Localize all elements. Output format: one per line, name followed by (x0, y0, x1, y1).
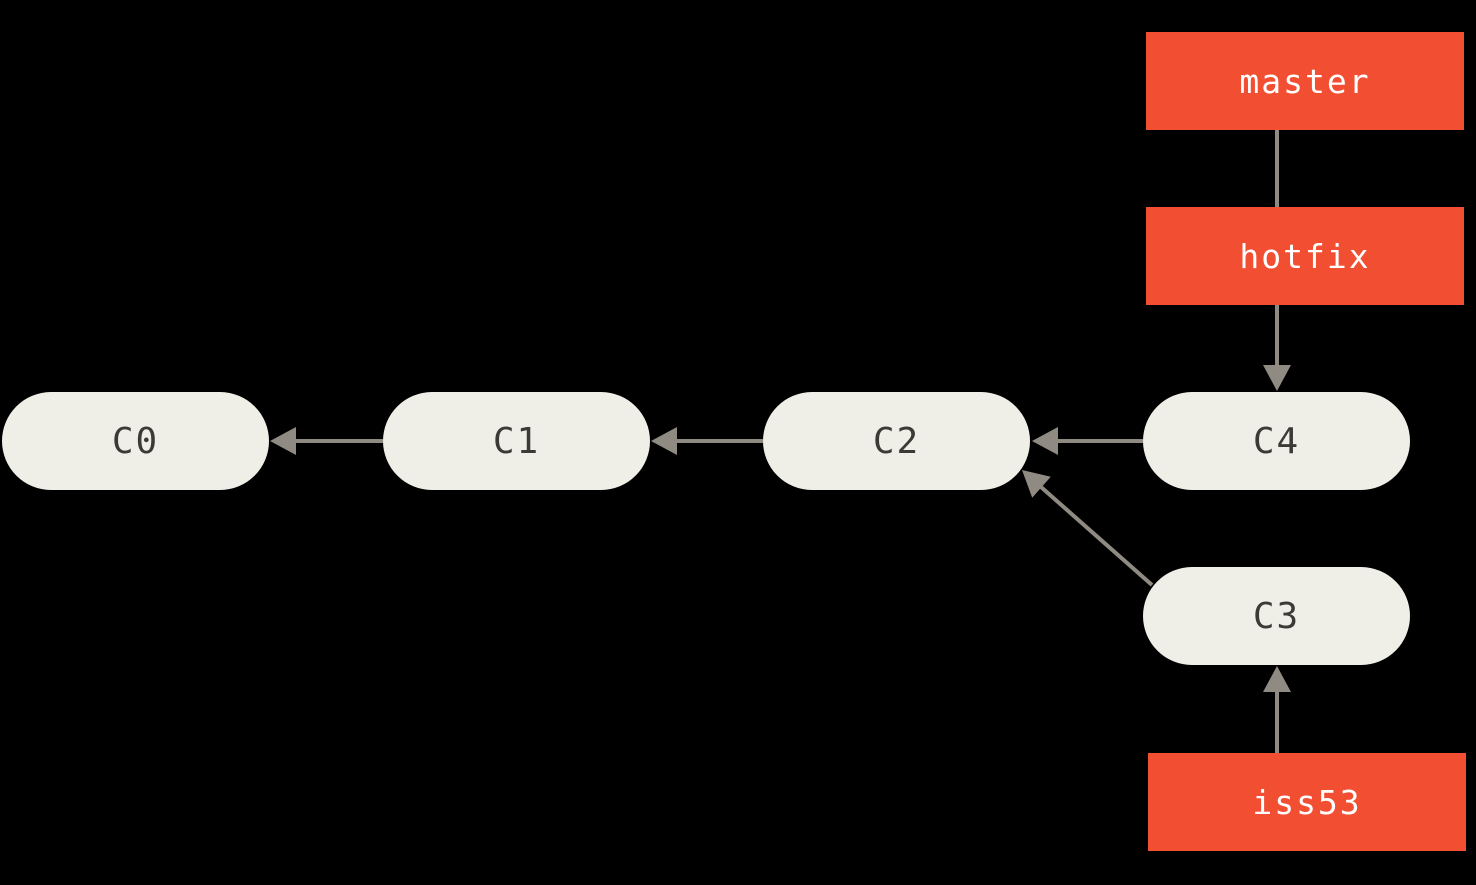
arrow-hotfix-to-c4 (1263, 305, 1291, 391)
branch-label-master: master (1146, 32, 1464, 130)
branch-label-master-text: master (1239, 61, 1371, 101)
commit-node-c2: C2 (763, 392, 1030, 490)
commit-label-c2: C2 (872, 420, 921, 462)
commit-node-c3: C3 (1143, 567, 1410, 665)
arrow-c1-to-c0 (270, 427, 383, 455)
arrow-c4-to-c2 (1032, 427, 1143, 455)
commit-node-c0: C0 (2, 392, 269, 490)
commit-label-c0: C0 (111, 420, 160, 462)
commit-label-c4: C4 (1252, 420, 1301, 462)
commit-node-c4: C4 (1143, 392, 1410, 490)
commit-label-c3: C3 (1252, 595, 1301, 637)
commit-node-c1: C1 (383, 392, 650, 490)
branch-label-hotfix: hotfix (1146, 207, 1464, 305)
branch-label-iss53-text: iss53 (1252, 782, 1362, 822)
arrow-c2-to-c1 (651, 427, 763, 455)
arrow-c3-to-c2 (1022, 470, 1154, 587)
arrow-iss53-to-c3 (1263, 666, 1291, 753)
branch-label-iss53: iss53 (1148, 753, 1466, 851)
commit-label-c1: C1 (492, 420, 541, 462)
branch-label-hotfix-text: hotfix (1239, 236, 1371, 276)
